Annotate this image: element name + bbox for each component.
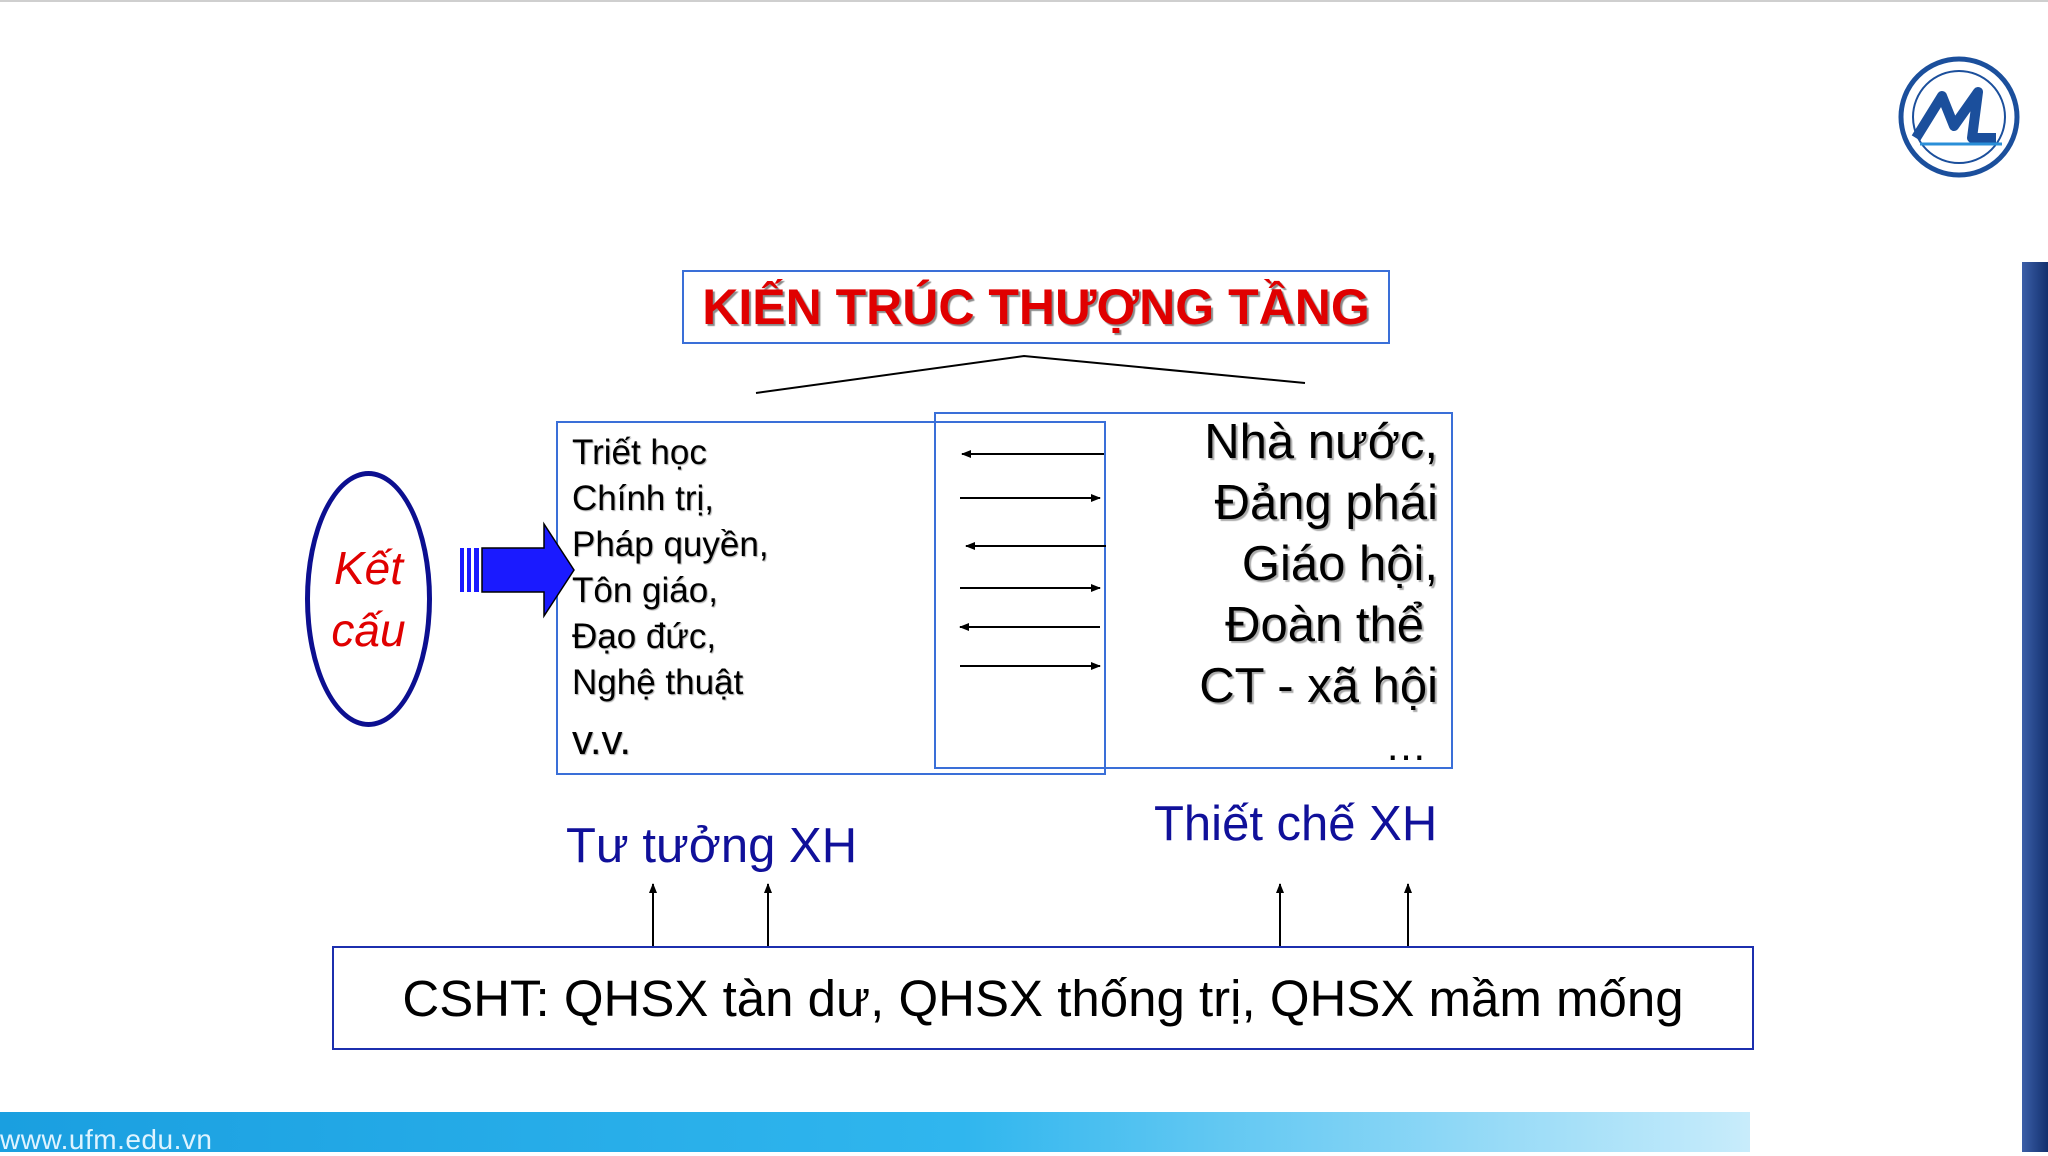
superstructure-title: KIẾN TRÚC THƯỢNG TẦNG bbox=[702, 279, 1370, 335]
university-logo bbox=[1898, 56, 2020, 178]
right-accent-bar bbox=[2022, 262, 2048, 1152]
list-item: Đoàn thể bbox=[1225, 598, 1424, 652]
structure-label-line2: cấu bbox=[331, 604, 406, 656]
footer-url[interactable]: www.ufm.edu.vn bbox=[0, 1124, 213, 1155]
institutions-box bbox=[934, 412, 1453, 769]
list-item: Triết học bbox=[572, 433, 707, 472]
top-divider bbox=[0, 0, 2048, 2]
infrastructure-box: CSHT: QHSX tàn dư, QHSX thống trị, QHSX … bbox=[332, 946, 1754, 1050]
list-item: Nghệ thuật bbox=[572, 663, 744, 702]
footer-bar bbox=[0, 1112, 1750, 1152]
list-item: Nhà nước, bbox=[1204, 415, 1438, 469]
block-arrow-icon bbox=[460, 521, 575, 619]
title-bracket bbox=[755, 354, 1306, 394]
ideology-etc: v.v. bbox=[572, 716, 632, 763]
ideology-box bbox=[556, 421, 1106, 775]
social-institutions-label: Thiết chế XH bbox=[1154, 797, 1438, 851]
list-item: Đạo đức, bbox=[572, 617, 717, 656]
structure-label: Kết cấu bbox=[314, 537, 424, 661]
list-item: Chính trị, bbox=[572, 479, 714, 518]
structure-label-line1: Kết bbox=[333, 542, 404, 594]
list-item: Pháp quyền, bbox=[572, 525, 769, 564]
infrastructure-text: CSHT: QHSX tàn dư, QHSX thống trị, QHSX … bbox=[402, 969, 1684, 1027]
list-item: Tôn giáo, bbox=[572, 571, 718, 610]
list-item: Giáo hội, bbox=[1241, 537, 1438, 591]
list-item: Đảng phái bbox=[1214, 476, 1438, 530]
superstructure-title-box: KIẾN TRÚC THƯỢNG TẦNG bbox=[682, 270, 1390, 344]
institutions-etc: … bbox=[1385, 722, 1427, 769]
institutions-list: Nhà nước, Đảng phái Giáo hội, Đoàn thể C… bbox=[1150, 412, 1438, 717]
ideology-list: Triết học Chính trị, Pháp quyền, Tôn giá… bbox=[572, 430, 912, 706]
structure-oval: Kết cấu bbox=[305, 471, 432, 727]
social-ideology-label: Tư tưởng XH bbox=[566, 819, 858, 873]
list-item: CT - xã hội bbox=[1199, 659, 1438, 713]
